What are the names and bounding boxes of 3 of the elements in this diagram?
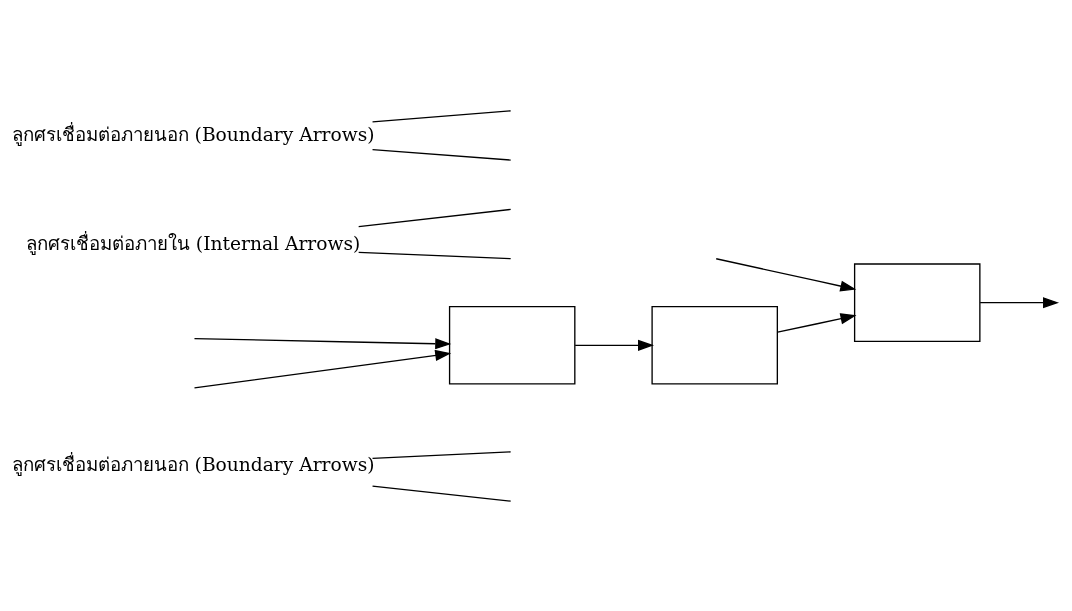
node-text: ลูกศรเชื่อมต่อภายใน (Internal Arrows) [25, 232, 361, 254]
node-text: ลูกศรเชื่อมต่อภายนอก (Boundary Arrows) [11, 123, 375, 145]
node-text: ลูกศรเชื่อมต่อภายนอก (Boundary Arrows) [11, 453, 375, 475]
